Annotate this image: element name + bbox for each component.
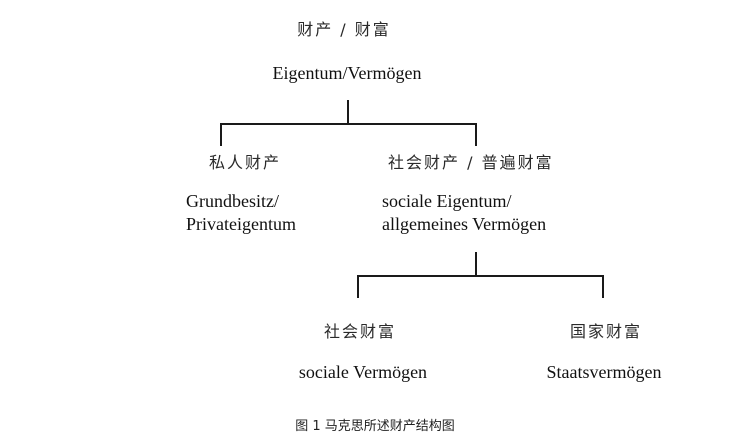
right-branch-label-de-line2: allgemeines Vermögen — [382, 214, 547, 234]
right-branch-label-zh: 社会财产 / 普遍财富 — [388, 153, 554, 172]
sub-right-label-zh: 国家财富 — [569, 322, 643, 341]
root-label-de: Eigentum/Vermögen — [272, 63, 422, 83]
left-branch-label-zh: 私人财产 — [209, 153, 282, 172]
left-branch-label-de-line2: Privateigentum — [186, 214, 296, 234]
left-branch-label-de-line1: Grundbesitz/ — [186, 191, 279, 211]
sub-right-label-de: Staatsvermögen — [546, 362, 662, 382]
right-branch-label-de-line1: sociale Eigentum/ — [382, 191, 512, 211]
sub-left-label-de: sociale Vermögen — [298, 362, 428, 382]
sub-left-label-zh: 社会财富 — [323, 322, 397, 341]
root-label-zh: 财产 / 财富 — [297, 20, 391, 39]
figure-caption: 图 1 马克思所述财产结构图 — [295, 419, 455, 434]
